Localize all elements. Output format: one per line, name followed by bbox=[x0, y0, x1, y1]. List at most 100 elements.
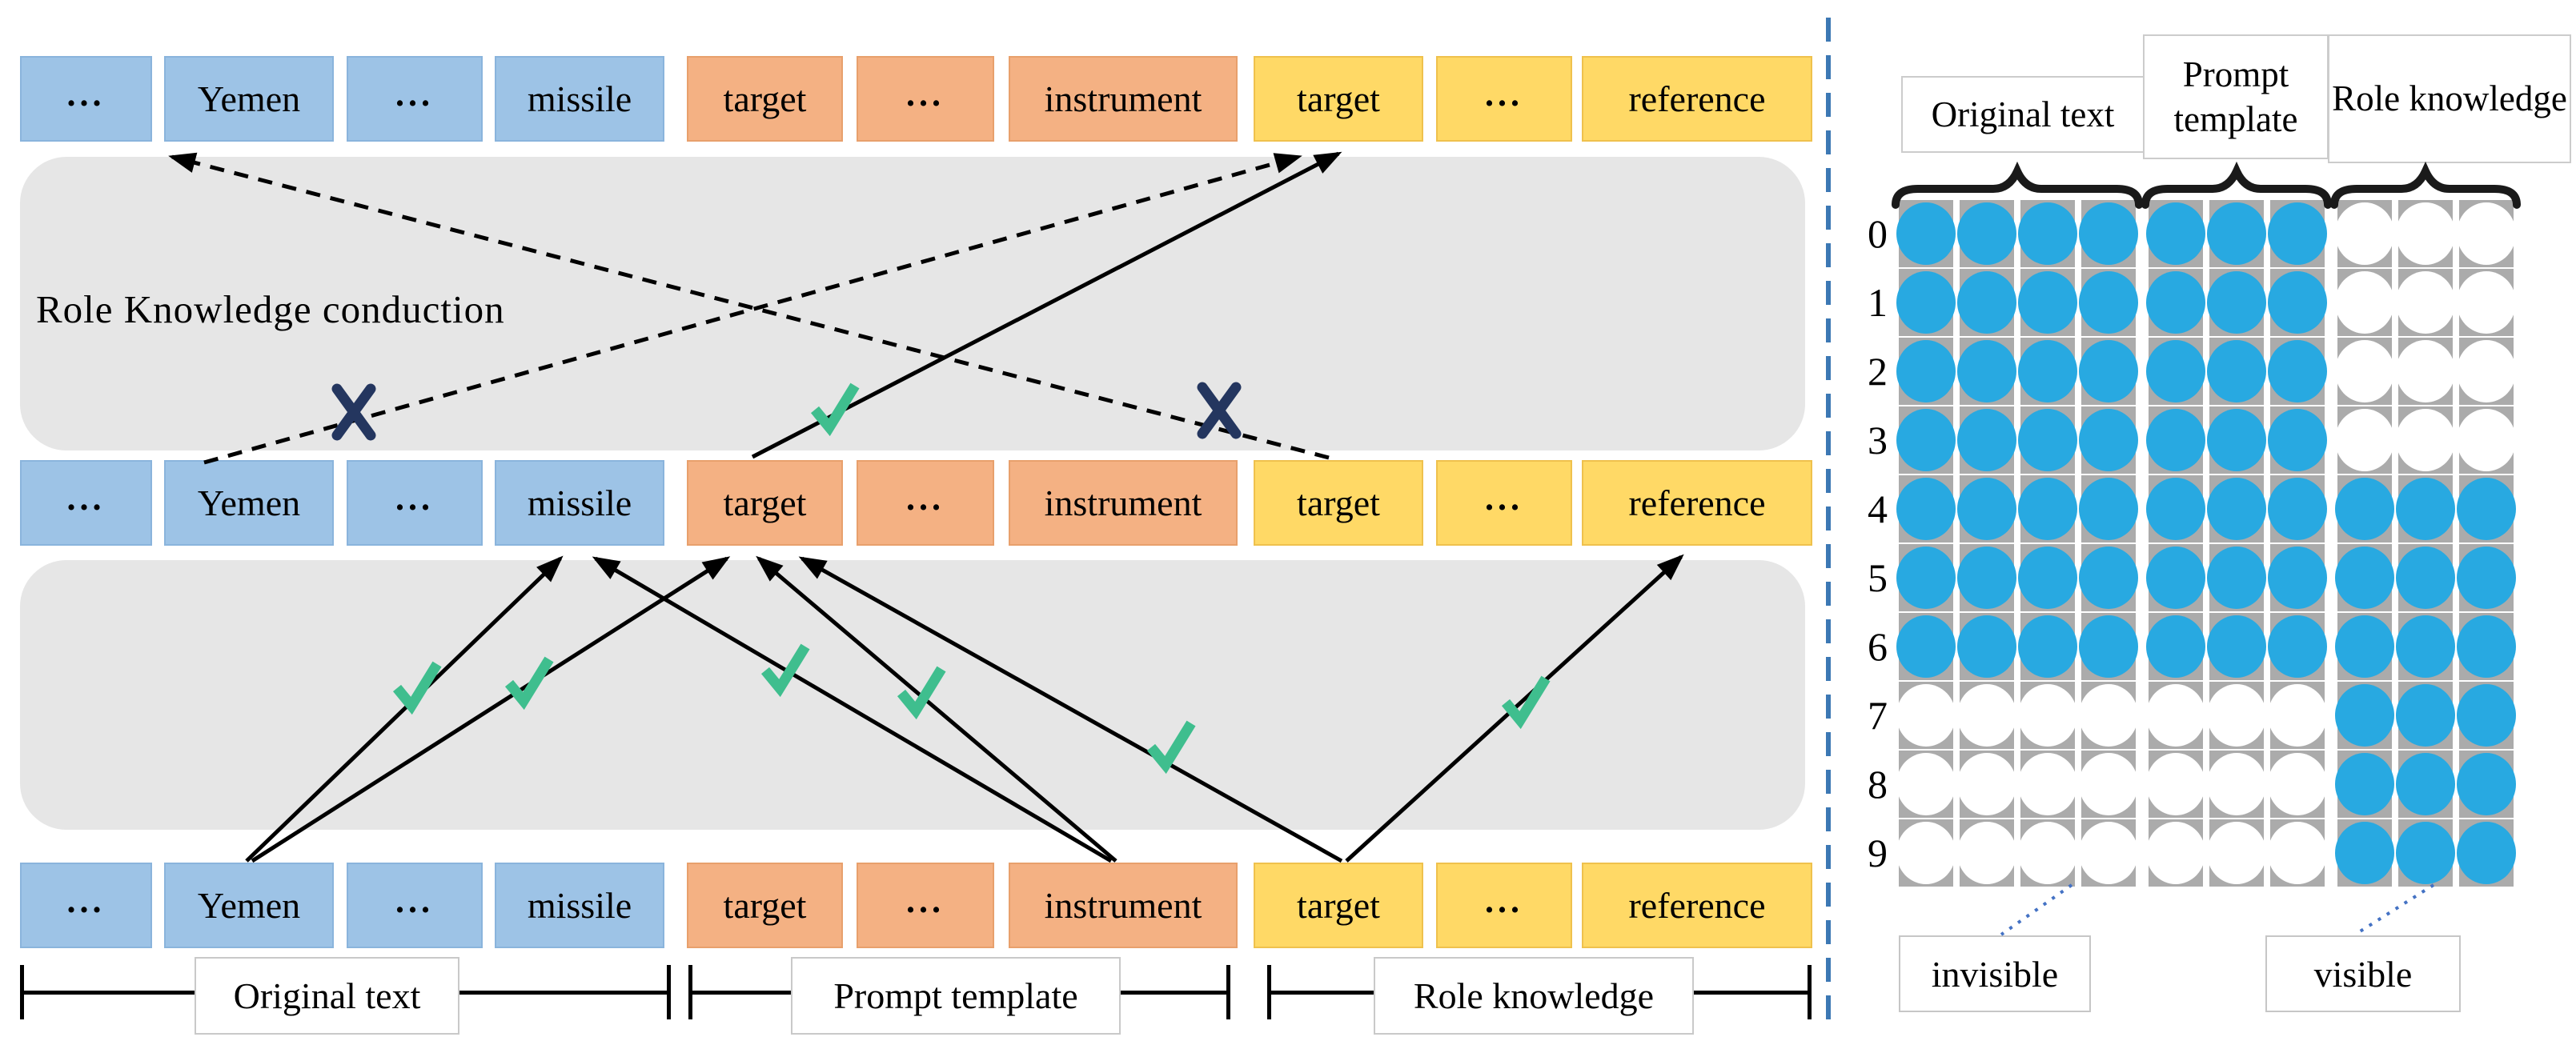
matrix-cell bbox=[2146, 269, 2205, 336]
matrix-cell bbox=[2396, 406, 2455, 474]
visible-dot bbox=[1896, 615, 1956, 678]
token-ellipsis: ... bbox=[1436, 863, 1572, 948]
matrix-cell bbox=[2207, 338, 2266, 405]
matrix-header-role-knowledge: Role knowledge bbox=[2328, 34, 2571, 163]
matrix-cell bbox=[2146, 544, 2205, 611]
matrix-cell bbox=[2396, 751, 2455, 818]
invisible-dot bbox=[2396, 340, 2455, 402]
matrix-cell bbox=[2018, 819, 2077, 887]
matrix-cell bbox=[2335, 819, 2394, 887]
token-target: target bbox=[1254, 863, 1423, 948]
matrix-cell bbox=[2457, 406, 2516, 474]
token-yemen: Yemen bbox=[164, 863, 334, 948]
matrix-cell bbox=[2079, 475, 2138, 543]
matrix-cell bbox=[2396, 819, 2455, 887]
matrix-cell bbox=[2396, 544, 2455, 611]
visible-dot bbox=[1896, 547, 1956, 609]
visible-dot bbox=[2335, 547, 2394, 609]
visible-dot bbox=[1957, 478, 2016, 540]
visible-dot bbox=[1896, 202, 1956, 265]
matrix-cell bbox=[2018, 406, 2077, 474]
token-label: ... bbox=[395, 881, 434, 920]
token-ellipsis: ... bbox=[347, 56, 483, 142]
visible-dot bbox=[2207, 202, 2266, 265]
visible-dot bbox=[2018, 409, 2077, 471]
visible-dot bbox=[2396, 684, 2455, 747]
matrix-cell bbox=[2018, 200, 2077, 267]
visible-dot bbox=[2207, 409, 2266, 471]
matrix-cell bbox=[2268, 751, 2327, 818]
matrix-cell bbox=[2079, 269, 2138, 336]
matrix-cell bbox=[2146, 200, 2205, 267]
matrix-cell bbox=[2457, 682, 2516, 749]
matrix-cell bbox=[2207, 200, 2266, 267]
token-missile: missile bbox=[495, 863, 664, 948]
invisible-dot bbox=[2207, 753, 2266, 815]
invisible-dot bbox=[2268, 822, 2327, 884]
matrix-row-label: 6 bbox=[1868, 624, 1888, 669]
invisible-dot bbox=[2457, 202, 2516, 265]
legend-connector-invisible bbox=[2000, 883, 2073, 936]
visible-dot bbox=[2207, 547, 2266, 609]
token-reference: reference bbox=[1582, 56, 1812, 142]
visible-dot bbox=[1896, 478, 1956, 540]
visible-dot bbox=[2207, 615, 2266, 678]
matrix-cell bbox=[2018, 613, 2077, 680]
matrix-cell bbox=[1896, 682, 1956, 749]
matrix-cell bbox=[1896, 475, 1956, 543]
matrix-cell bbox=[2268, 475, 2327, 543]
invisible-dot bbox=[1896, 822, 1956, 884]
token-reference: reference bbox=[1582, 863, 1812, 948]
visible-dot bbox=[2457, 547, 2516, 609]
token-label: ... bbox=[1485, 478, 1523, 518]
visible-dot bbox=[2079, 547, 2138, 609]
token-target: target bbox=[687, 863, 843, 948]
visible-dot bbox=[2146, 615, 2205, 678]
invisible-dot bbox=[2079, 684, 2138, 747]
token-label: ... bbox=[66, 881, 106, 920]
matrix-cell bbox=[2457, 338, 2516, 405]
matrix-cell bbox=[2207, 819, 2266, 887]
visible-dot bbox=[2018, 202, 2077, 265]
invisible-dot bbox=[2457, 340, 2516, 402]
invisible-dot bbox=[1957, 753, 2016, 815]
token-ellipsis: ... bbox=[857, 863, 994, 948]
visible-dot bbox=[2207, 340, 2266, 402]
visible-dot bbox=[2396, 753, 2455, 815]
matrix-cell bbox=[2146, 475, 2205, 543]
visible-dot bbox=[2018, 547, 2077, 609]
token-ellipsis: ... bbox=[20, 863, 152, 948]
matrix-cell bbox=[2268, 544, 2327, 611]
bracket-tick bbox=[688, 965, 692, 1019]
visible-dot bbox=[2018, 271, 2077, 334]
token-yemen: Yemen bbox=[164, 56, 334, 142]
invisible-dot bbox=[2079, 822, 2138, 884]
matrix-cell bbox=[2396, 682, 2455, 749]
matrix-row-label: 9 bbox=[1868, 831, 1888, 875]
token-instrument: instrument bbox=[1009, 56, 1238, 142]
matrix-cell bbox=[2207, 406, 2266, 474]
token-yemen: Yemen bbox=[164, 460, 334, 546]
bracket-tick bbox=[667, 965, 671, 1019]
matrix-cell bbox=[2335, 338, 2394, 405]
visible-dot bbox=[1896, 271, 1956, 334]
matrix-header-original-text: Original text bbox=[1901, 76, 2145, 153]
token-ellipsis: ... bbox=[347, 863, 483, 948]
matrix-cell bbox=[2146, 613, 2205, 680]
matrix-cell bbox=[2268, 613, 2327, 680]
matrix-cell bbox=[2146, 406, 2205, 474]
invisible-dot bbox=[1896, 753, 1956, 815]
token-target: target bbox=[687, 460, 843, 546]
invisible-dot bbox=[1957, 684, 2016, 747]
matrix-row-label: 0 bbox=[1868, 211, 1888, 256]
group-label-original-text: Original text bbox=[195, 957, 459, 1035]
token-target: target bbox=[1254, 56, 1423, 142]
matrix-cell bbox=[2146, 682, 2205, 749]
visible-dot bbox=[2146, 340, 2205, 402]
matrix-cell bbox=[1896, 406, 1956, 474]
token-label: instrument bbox=[1044, 885, 1202, 926]
token-label: Yemen bbox=[197, 482, 301, 523]
visible-dot bbox=[2268, 409, 2327, 471]
matrix-cell bbox=[2207, 475, 2266, 543]
